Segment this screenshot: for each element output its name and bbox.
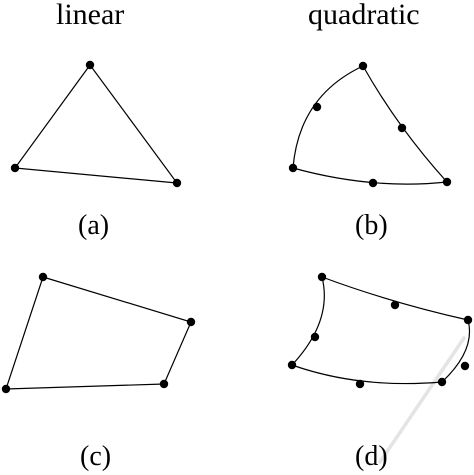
element-b-quadratic-triangle — [288, 61, 452, 188]
title-linear: linear — [56, 0, 125, 31]
element-d-node — [355, 379, 365, 389]
element-c-node — [159, 379, 169, 389]
element-c-node — [1, 384, 11, 394]
element-b-node — [358, 61, 368, 71]
element-d-node — [287, 360, 297, 370]
element-a-node — [85, 60, 95, 70]
caption-b: (b) — [355, 210, 388, 241]
element-c-node — [186, 317, 196, 327]
element-b-edges — [292, 65, 449, 185]
element-b-node — [312, 102, 322, 112]
element-d-node — [463, 315, 473, 325]
caption-c: (c) — [80, 441, 112, 472]
element-d-quadratic-quad — [287, 272, 473, 389]
element-d-node — [437, 377, 447, 387]
title-quadratic: quadratic — [308, 0, 420, 31]
element-c-edges — [5, 276, 192, 390]
element-a-edges — [13, 63, 179, 184]
watermark-mark — [378, 336, 466, 464]
element-b-node — [397, 123, 407, 133]
element-d-node — [310, 332, 320, 342]
element-d-node — [460, 361, 470, 371]
element-a-node — [172, 178, 182, 188]
element-c-linear-quad — [1, 272, 196, 394]
element-b-node — [368, 178, 378, 188]
element-c-node — [38, 272, 48, 282]
element-b-node — [442, 177, 452, 187]
caption-a: (a) — [78, 210, 110, 241]
element-d-node — [317, 272, 327, 282]
caption-d: (d) — [355, 441, 388, 472]
element-a-linear-triangle — [10, 60, 182, 188]
element-a-node — [10, 163, 20, 173]
element-d-node — [390, 300, 400, 310]
element-b-node — [288, 163, 298, 173]
